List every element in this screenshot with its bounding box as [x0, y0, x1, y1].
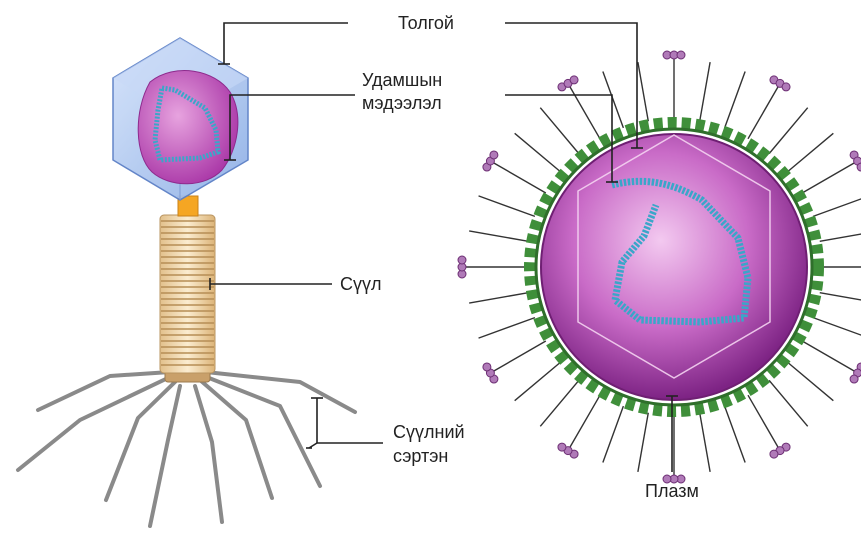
spike	[748, 76, 790, 139]
label-tail-fibers-line2: сэртэн	[393, 446, 448, 466]
virion-body	[541, 134, 807, 400]
genetic-material-blob	[138, 71, 238, 184]
spike	[479, 318, 535, 339]
spike	[540, 380, 579, 426]
spike	[725, 72, 746, 128]
label-plasma: Плазм	[645, 481, 699, 501]
spike	[663, 415, 685, 483]
spike	[769, 380, 808, 426]
spike	[469, 293, 528, 303]
spike	[725, 406, 746, 462]
label-tail: Сүүл	[340, 274, 382, 294]
spike	[700, 413, 710, 472]
label-tail-fibers-line1: Сүүлний	[393, 422, 465, 442]
spike	[483, 151, 546, 193]
spike	[638, 413, 648, 472]
spike	[663, 51, 685, 119]
tail-fibers	[18, 372, 355, 526]
spike	[820, 293, 861, 303]
spike	[822, 256, 861, 278]
spike	[603, 72, 624, 128]
spike	[458, 256, 526, 278]
enveloped-virus-illustration	[458, 51, 861, 483]
spike	[515, 133, 561, 172]
label-head: Толгой	[398, 13, 454, 33]
spike	[603, 406, 624, 462]
spike	[813, 318, 861, 339]
spike	[787, 362, 833, 401]
label-genetic-line1: Удамшын	[362, 70, 442, 90]
spike	[813, 196, 861, 217]
bacteriophage-illustration	[18, 38, 355, 526]
spike	[515, 362, 561, 401]
label-genetic-line2: мэдээлэл	[362, 93, 442, 113]
spike	[540, 108, 579, 154]
spike	[558, 76, 600, 139]
spike	[820, 231, 861, 241]
spike	[748, 395, 790, 458]
spike	[469, 231, 528, 241]
spike	[638, 62, 648, 121]
tail-sheath	[160, 215, 215, 373]
spike	[802, 341, 861, 383]
spike	[787, 133, 833, 172]
spike	[558, 395, 600, 458]
spike	[700, 62, 710, 121]
spike	[479, 196, 535, 217]
spike	[483, 341, 546, 383]
spike	[802, 151, 861, 193]
spike	[769, 108, 808, 154]
